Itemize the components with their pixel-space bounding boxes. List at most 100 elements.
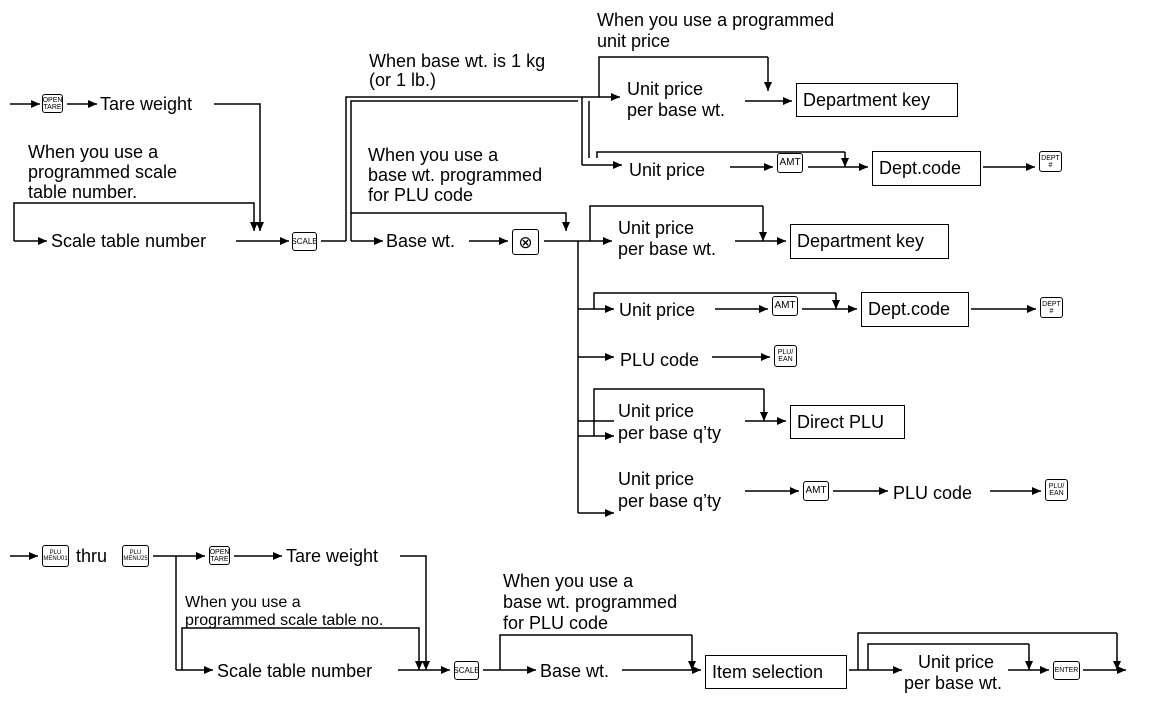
arrow-head (499, 237, 508, 245)
key-legend: SCALE (292, 236, 317, 246)
arrow-head (783, 97, 792, 105)
key-legend: MENU01 (43, 556, 68, 562)
key-legend: ENTER (1054, 667, 1079, 674)
arrow-head (1113, 661, 1121, 670)
arrow-head (31, 100, 40, 108)
arrow-head (422, 661, 430, 670)
arrow-head (1025, 661, 1033, 670)
connector-line (345, 96, 582, 241)
multiply-key: ⊗ (512, 229, 539, 255)
connector-line (598, 56, 768, 97)
tare-weight-label: Tare weight (100, 94, 193, 114)
key-legend: DEPT (1042, 300, 1061, 308)
note-programmed-unit-price-line2: unit price (597, 31, 671, 51)
key-legend: PLU (49, 550, 62, 556)
arrow-head (848, 305, 857, 313)
arrow-head (764, 163, 773, 171)
arrow-head (605, 509, 614, 517)
plu-ean-key: PLU/EAN (774, 345, 797, 367)
connector-line (593, 292, 836, 309)
key-legend: OPEN (209, 548, 230, 556)
arrow-head (611, 93, 620, 101)
arrow-head (250, 222, 258, 231)
scale-key-2: SCALE (454, 661, 479, 680)
note-base-1kg-line2: (or 1 lb.) (369, 70, 437, 90)
key-legend: SCALE (454, 665, 479, 675)
arrow-head (893, 666, 902, 674)
arrow-head (760, 412, 768, 421)
direct-plu-box: Direct PLU (790, 405, 905, 439)
note-base-plu-bottom-line3: for PLU code (503, 613, 609, 633)
key-legend: PLU (129, 550, 142, 556)
scale-table-number-label: Scale table number (51, 231, 207, 251)
arrow-head (1026, 163, 1035, 171)
thru-label: thru (76, 546, 108, 566)
key-legend: OPEN (42, 96, 63, 104)
note-scale-table-no-line1: When you use a (185, 594, 301, 611)
unit-price-per-base-wt-2-line1: Unit price (618, 218, 695, 238)
key-legend: # (1048, 161, 1053, 169)
unit-price-per-base-qty-line2: per base q’ty (618, 423, 722, 443)
arrow-head (790, 487, 799, 495)
plu-ean-key-2: PLU/EAN (1045, 479, 1068, 501)
amt-key-2: AMT (772, 296, 798, 316)
arrow-head (196, 552, 205, 560)
note-programmed-unit-price-line1: When you use a programmed (597, 10, 835, 30)
dept-hash-key: DEPT# (1039, 151, 1062, 172)
arrow-head (204, 666, 213, 674)
base-wt-label: Base wt. (386, 231, 456, 251)
arrow-head (1117, 666, 1126, 674)
unit-price-per-base-wt-line1: Unit price (627, 79, 704, 99)
key-legend: EAN (778, 356, 793, 363)
connector-line (400, 555, 427, 670)
key-legend: # (1049, 307, 1054, 315)
key-legend: AMT (805, 485, 827, 496)
key-legend: TARE (210, 555, 229, 563)
unit-price-label: Unit price (629, 160, 706, 180)
connector-line (499, 634, 692, 670)
dept-hash-key-2: DEPT# (1040, 297, 1063, 318)
amt-key: AMT (777, 153, 803, 173)
note-base-plu-line1: When you use a (368, 145, 499, 165)
note-base-1kg-line1: When base wt. is 1 kg (369, 51, 546, 71)
note-scale-table-no-line2: programmed scale table no. (185, 612, 384, 629)
dept-code-box: Dept.code (872, 151, 981, 186)
key-legend: AMT (774, 300, 796, 311)
arrow-head (38, 237, 47, 245)
arrow-head (562, 222, 570, 231)
arrow-head (441, 666, 450, 674)
unit-price-per-base-qty-2-line2: per base q’ty (618, 491, 722, 511)
unit-price-per-base-qty-2-line1: Unit price (618, 469, 695, 489)
item-selection-box: Item selection (705, 655, 847, 689)
connector-line (857, 632, 1117, 670)
key-legend: TARE (43, 103, 62, 111)
connector-line (13, 202, 255, 241)
department-key-box: Department key (796, 83, 958, 117)
arrow-head (88, 100, 97, 108)
plu-code-label: PLU code (620, 350, 700, 370)
connector-line (350, 100, 578, 241)
arrow-head (603, 237, 612, 245)
arrow-head (688, 661, 696, 670)
unit-price-label-2: Unit price (619, 300, 696, 320)
note-base-plu-bottom-line2: base wt. programmed (503, 592, 678, 612)
key-legend: MENU25 (123, 556, 148, 562)
arrow-head (761, 353, 770, 361)
arrow-head (859, 163, 868, 171)
connector-line (596, 151, 845, 158)
amt-key-3: AMT (803, 481, 829, 501)
arrow-head (280, 237, 289, 245)
arrow-head (832, 300, 840, 309)
connector-line (214, 103, 261, 231)
connector-line (589, 205, 763, 241)
arrow-head (273, 552, 282, 560)
arrow-head (841, 158, 849, 167)
plu-code-label-2: PLU code (893, 483, 973, 503)
unit-price-per-base-wt-bottom-line2: per base wt. (904, 673, 1003, 693)
arrow-head (374, 237, 383, 245)
unit-price-per-base-wt-line2: per base wt. (627, 100, 726, 120)
base-wt-label-2: Base wt. (540, 661, 610, 681)
dept-code-box-2: Dept.code (861, 292, 969, 327)
unit-price-per-base-qty-line1: Unit price (618, 401, 695, 421)
